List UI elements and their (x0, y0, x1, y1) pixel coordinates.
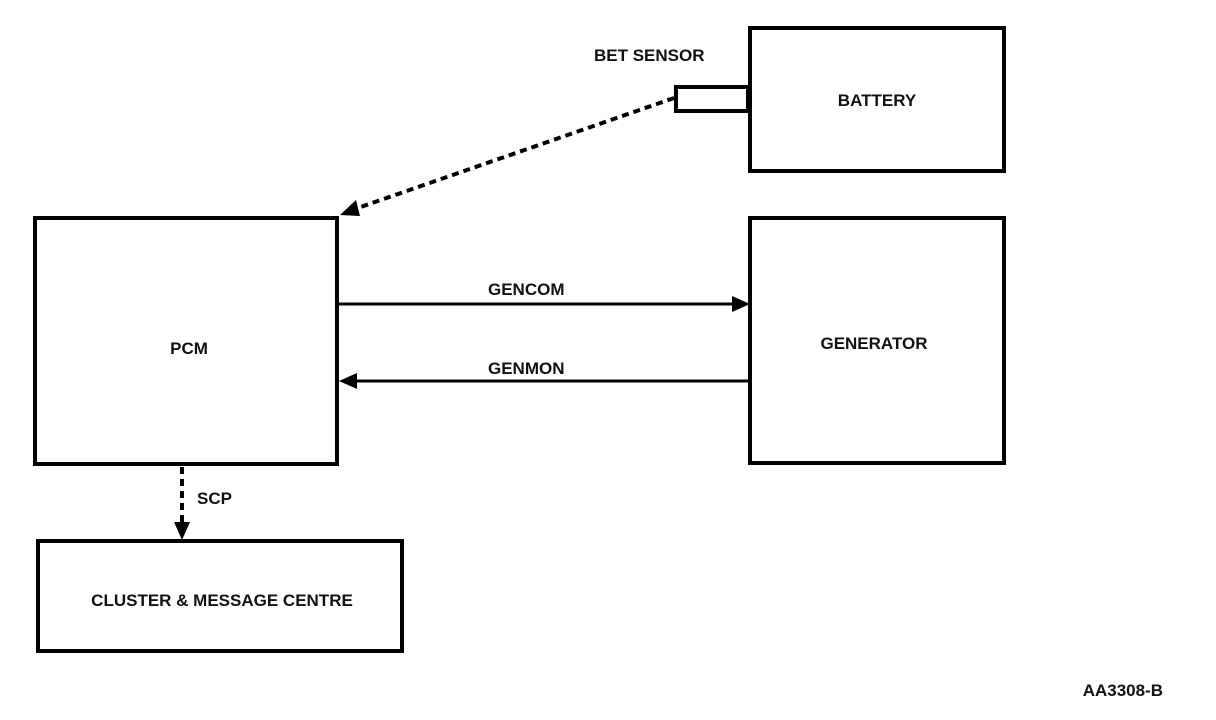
generator-label: GENERATOR (820, 334, 927, 353)
bet-sensor-signal-arrowhead (340, 200, 360, 216)
battery-label: BATTERY (838, 91, 917, 110)
cluster-label: CLUSTER & MESSAGE CENTRE (91, 591, 353, 610)
scp-arrowhead (174, 522, 190, 540)
genmon-label: GENMON (488, 359, 565, 378)
gencom-label: GENCOM (488, 280, 565, 299)
gencom-arrowhead (732, 296, 750, 312)
bet-sensor-body (674, 85, 750, 113)
generator-box (748, 216, 1006, 465)
bet-sensor-signal-line (351, 96, 675, 212)
bet-sensor-label: BET SENSOR (594, 46, 705, 65)
battery-box (748, 26, 1006, 173)
pcm-label: PCM (170, 339, 208, 358)
genmon-arrowhead (339, 373, 357, 389)
cluster-box (36, 539, 404, 653)
figure-id: AA3308-B (1083, 681, 1163, 700)
scp-label: SCP (197, 489, 232, 508)
pcm-box (33, 216, 339, 466)
